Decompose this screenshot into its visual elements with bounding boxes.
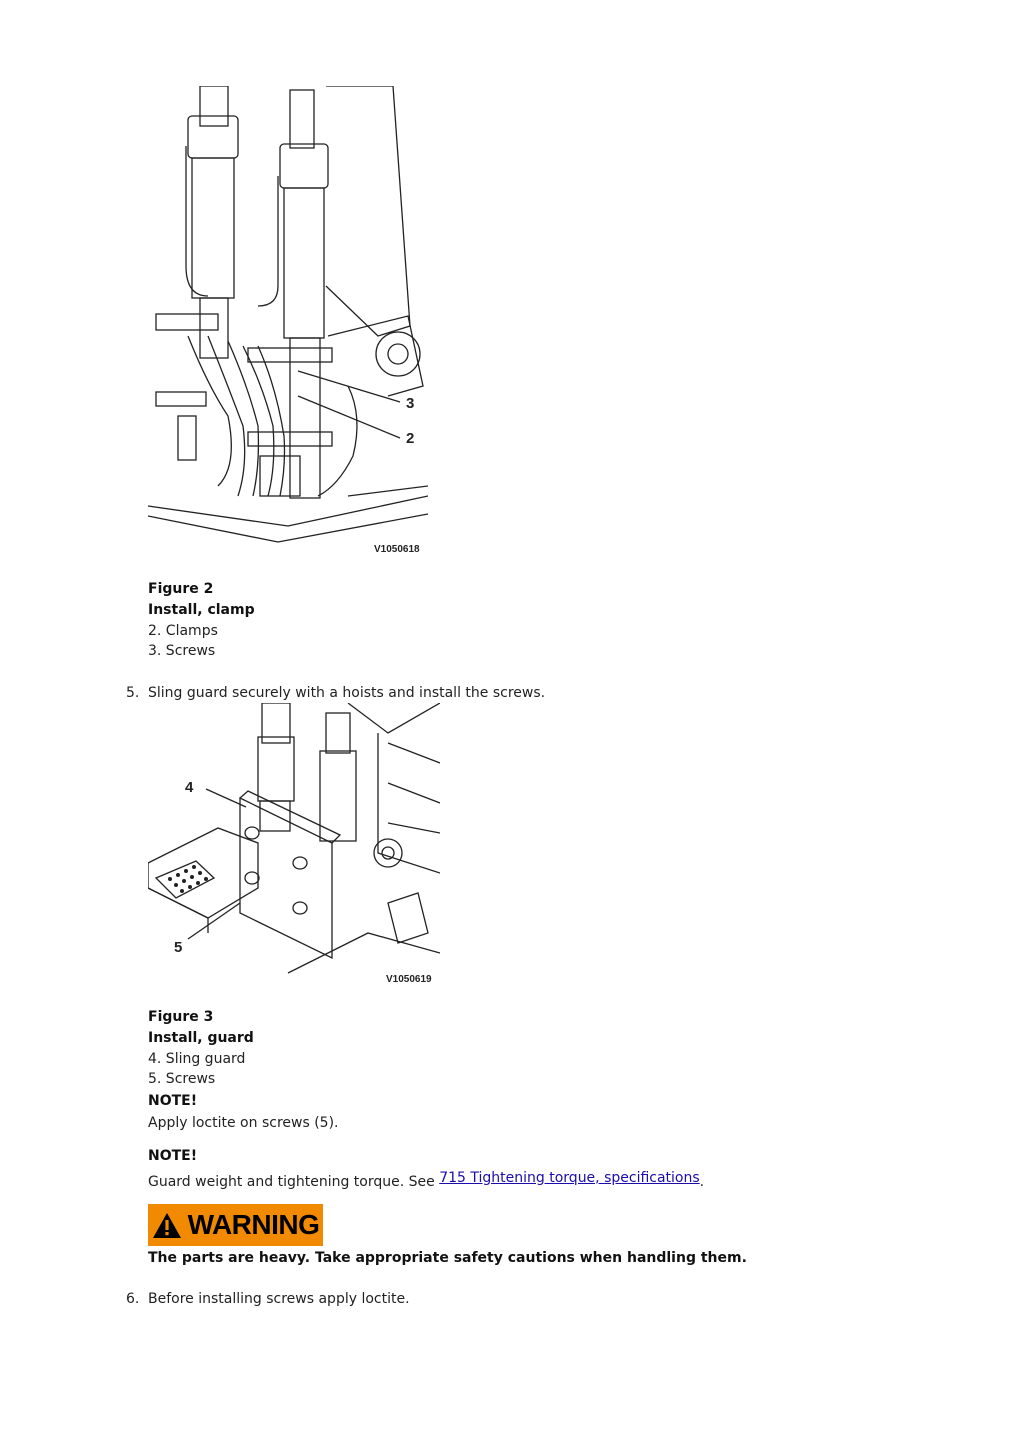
warning-badge-label: WARNING <box>187 1209 320 1240</box>
figure-2-item: 3. Screws <box>148 643 216 659</box>
figure-3-item: 5. Screws <box>148 1071 216 1087</box>
callout-label: 4 <box>185 779 194 796</box>
figure-3-illustration: 4 5 V1050619 <box>148 703 440 989</box>
callout-label: 5 <box>174 939 183 956</box>
warning-triangle-icon <box>152 1212 181 1238</box>
callout-label: 3 <box>406 395 415 412</box>
callout-label: 2 <box>406 430 415 447</box>
figure-2-item: 2. Clamps <box>148 623 218 639</box>
tightening-torque-link[interactable]: 715 Tightening torque, specifications <box>439 1170 700 1186</box>
step-number: 6. <box>126 1291 140 1307</box>
step-text: Before installing screws apply loctite. <box>148 1291 410 1307</box>
figure-3-subtitle: Install, guard <box>148 1030 254 1046</box>
figure-2-illustration: 3 2 V1050618 <box>148 86 428 564</box>
figure-2-title: Figure 2 <box>148 581 214 597</box>
step-number: 5. <box>126 685 140 701</box>
figure-3-item: 4. Sling guard <box>148 1051 246 1067</box>
note-text: Apply loctite on screws (5). <box>148 1115 339 1131</box>
note-text-line: Guard weight and tightening torque. See … <box>148 1170 705 1192</box>
figure-code: V1050619 <box>386 974 432 985</box>
note-text: Guard weight and tightening torque. See <box>148 1174 435 1190</box>
warning-text: The parts are heavy. Take appropriate sa… <box>148 1250 747 1266</box>
note-label: NOTE! <box>148 1148 198 1164</box>
step-text: Sling guard securely with a hoists and i… <box>148 685 546 701</box>
note-label: NOTE! <box>148 1093 198 1109</box>
figure-code: V1050618 <box>374 544 420 555</box>
figure-2-subtitle: Install, clamp <box>148 602 255 618</box>
warning-badge: WARNING <box>148 1204 323 1246</box>
figure-3-title: Figure 3 <box>148 1009 214 1025</box>
note-trailing: . <box>699 1174 705 1190</box>
